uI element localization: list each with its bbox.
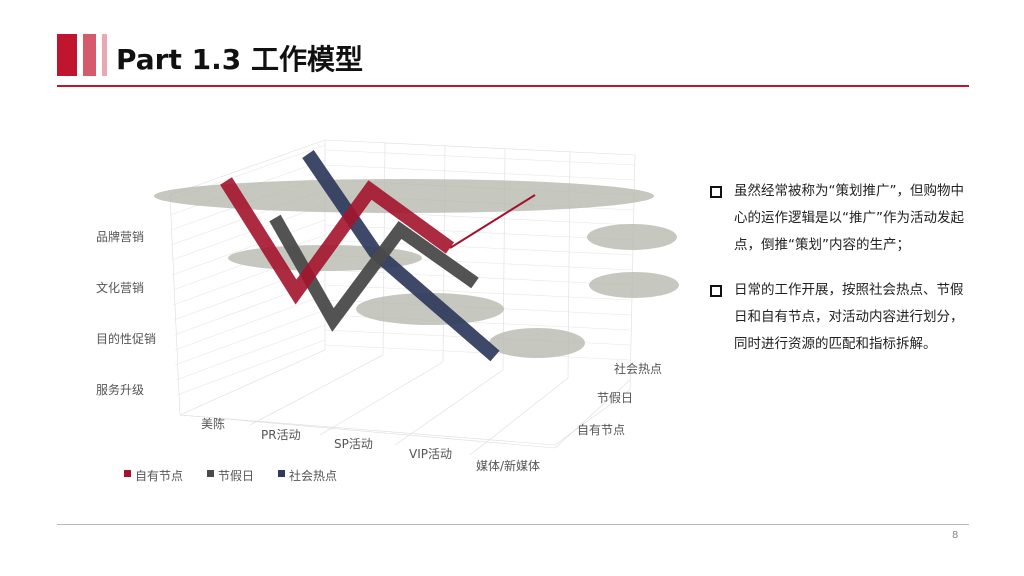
legend-swatch [124, 470, 131, 477]
page-title: Part 1.3 工作模型 [116, 43, 363, 76]
depth-axis-label: 自有节点 [577, 423, 626, 437]
x-axis-label: SP活动 [334, 437, 373, 451]
legend-item-holidays: 节假日 [207, 467, 254, 484]
square-bullet-icon [710, 186, 722, 198]
bullet-item: 日常的工作开展，按照社会热点、节假日和自有节点，对活动内容进行划分，同时进行资源… [710, 277, 975, 358]
bullet-list: 虽然经常被称为“策划推广”，但购物中心的运作逻辑是以“推广”作为活动发起点，倒推… [710, 178, 975, 376]
y-axis-label: 文化营销 [96, 281, 145, 295]
footer-divider [57, 524, 969, 525]
legend-swatch [278, 470, 286, 477]
depth-axis-label: 节假日 [597, 391, 634, 405]
bullet-text: 虽然经常被称为“策划推广”，但购物中心的运作逻辑是以“推广”作为活动发起点，倒推… [734, 183, 964, 253]
page-number: 8 [952, 530, 959, 541]
y-axis-label: 品牌营销 [96, 230, 145, 244]
depth-axis-label: 社会热点 [614, 362, 663, 376]
x-axis-label: 媒体/新媒体 [476, 459, 541, 473]
bullet-text: 日常的工作开展，按照社会热点、节假日和自有节点，对活动内容进行划分，同时进行资源… [734, 282, 964, 352]
chart-3d-line [154, 139, 679, 456]
x-axis-label: 美陈 [201, 417, 226, 431]
y-axis-label: 目的性促销 [96, 332, 157, 346]
legend-item-social-hotspots: 社会热点 [278, 467, 337, 484]
x-axis-label: PR活动 [261, 428, 301, 442]
accent-bar-2 [83, 34, 96, 76]
title-divider [57, 85, 969, 87]
accent-bar-3 [102, 34, 107, 76]
legend-item-own-nodes: 自有节点 [124, 467, 183, 484]
y-axis-label: 服务升级 [96, 383, 145, 397]
legend-swatch [207, 470, 215, 477]
legend-label: 自有节点 [135, 469, 184, 483]
chart-legend: 自有节点 节假日 社会热点 [124, 467, 337, 484]
legend-label: 节假日 [218, 469, 255, 483]
bullet-item: 虽然经常被称为“策划推广”，但购物中心的运作逻辑是以“推广”作为活动发起点，倒推… [710, 178, 975, 259]
square-bullet-icon [710, 285, 722, 297]
legend-label: 社会热点 [289, 469, 338, 483]
accent-bar-1 [57, 34, 77, 76]
x-axis-label: VIP活动 [409, 447, 452, 461]
